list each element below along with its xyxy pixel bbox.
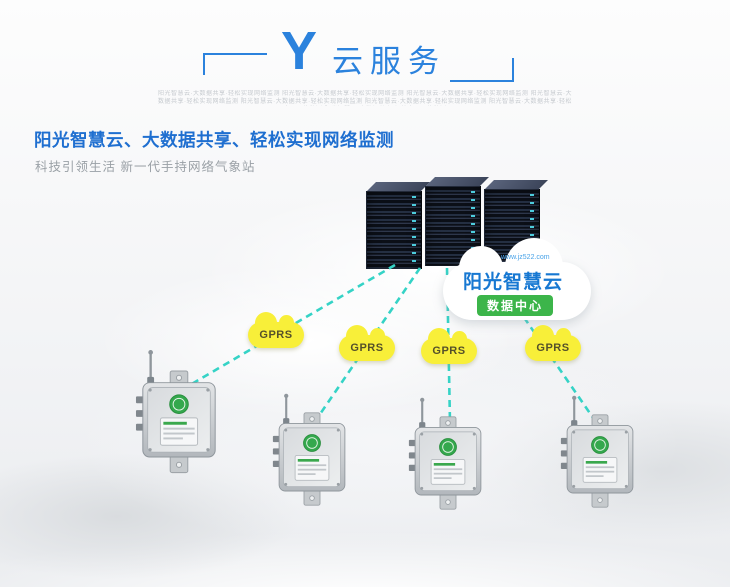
weather-station-device-2 (272, 393, 346, 506)
datacenter-title: 阳光智慧云 (463, 272, 564, 293)
bracket-left-decoration (203, 53, 267, 75)
gprs-cloud-1: GPRS (248, 312, 304, 348)
brand-logo: Y (281, 21, 318, 81)
datacenter-url: www.jz522.com (501, 254, 550, 261)
main-heading: 阳光智慧云、大数据共享、轻松实现网络监测 (34, 130, 394, 150)
gprs-cloud-4: GPRS (525, 325, 581, 361)
gprs-label: GPRS (536, 342, 570, 354)
sub-heading: 科技引领生活 新一代手持网络气象站 (35, 160, 256, 174)
header-title: 云服务 (332, 44, 446, 79)
bracket-right-decoration (450, 58, 514, 82)
watermark-strip: 阳光智慧云·大数据共享·轻松实现网络监测 阳光智慧云·大数据共享·轻松实现网络监… (158, 91, 572, 105)
gprs-cloud-2: GPRS (339, 325, 395, 361)
datacenter-cloud: www.jz522.com 阳光智慧云 数据中心 (443, 238, 591, 320)
weather-station-device-3 (408, 397, 482, 510)
gprs-label: GPRS (259, 329, 293, 341)
gprs-cloud-3: GPRS (421, 328, 477, 364)
datacenter-badge: 数据中心 (477, 295, 554, 316)
gprs-label: GPRS (432, 345, 466, 357)
weather-station-device-4 (560, 395, 634, 508)
weather-station-device-1 (135, 349, 216, 474)
server-tower-icon (366, 191, 422, 269)
gprs-label: GPRS (350, 342, 384, 354)
